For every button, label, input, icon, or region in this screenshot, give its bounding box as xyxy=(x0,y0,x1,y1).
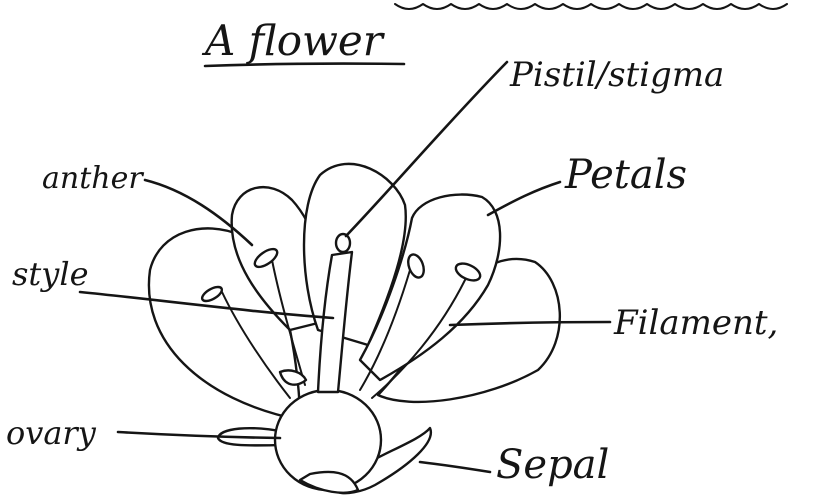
title: A flower xyxy=(201,16,386,65)
title-underline xyxy=(205,64,404,66)
stigma-shape xyxy=(336,234,350,252)
label-ovary: ovary xyxy=(6,414,97,452)
leader-sepal xyxy=(420,462,490,472)
label-anther: anther xyxy=(42,161,144,196)
label-sepal: Sepal xyxy=(496,442,609,488)
label-petals: Petals xyxy=(564,152,687,198)
label-style: style xyxy=(12,255,89,293)
scalloped-border xyxy=(395,4,787,9)
label-pistil-stigma: Pistil/stigma xyxy=(509,55,724,95)
label-filament: Filament, xyxy=(613,303,778,343)
leader-petals xyxy=(488,182,560,215)
